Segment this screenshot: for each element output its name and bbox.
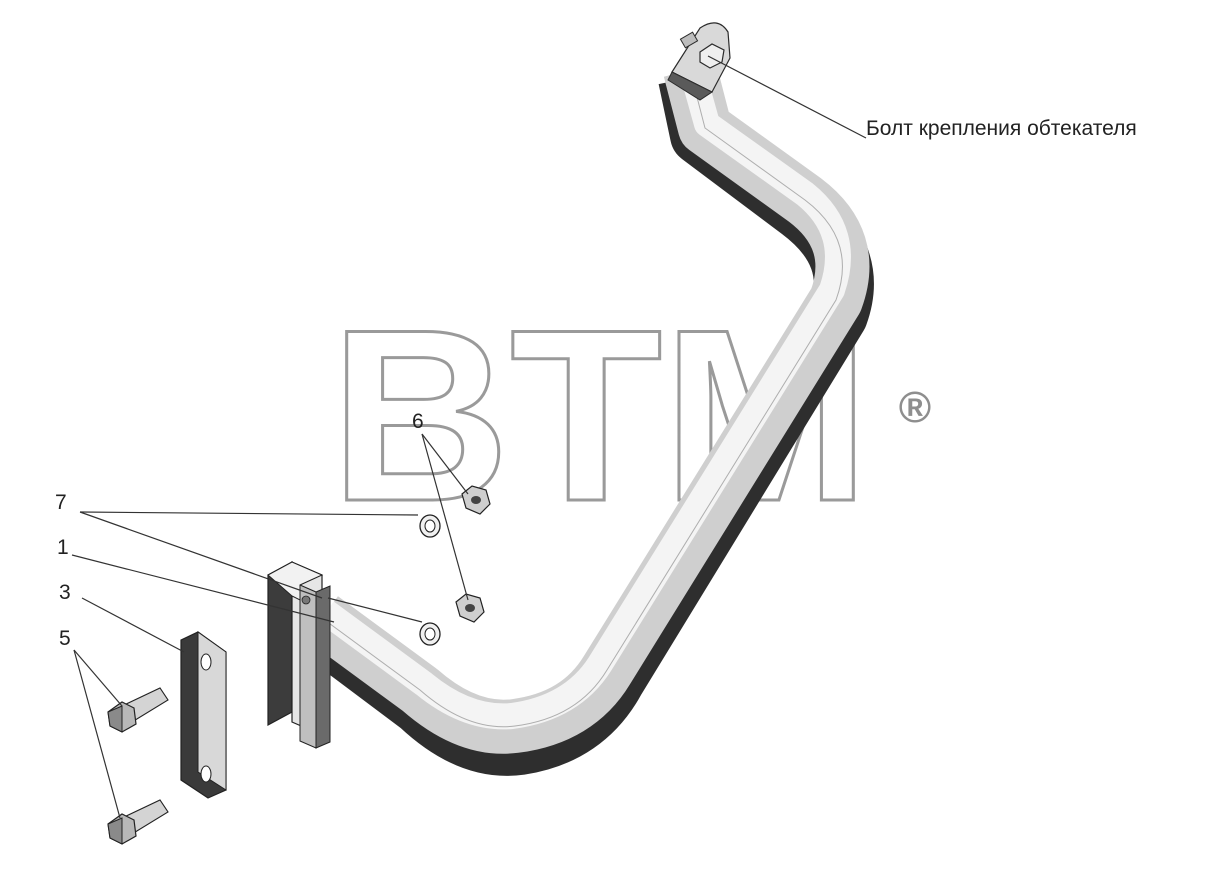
bolt-upper xyxy=(107,687,169,733)
nut-upper xyxy=(461,485,491,515)
callout-7: 7 xyxy=(55,491,67,514)
callout-5: 5 xyxy=(59,627,71,650)
callout-1: 1 xyxy=(57,536,69,559)
washer-upper xyxy=(419,514,441,538)
callout-fairing-bolt: Болт крепления обтекателя xyxy=(866,117,1137,140)
fairing-bolt-mount xyxy=(667,22,731,101)
leader-7-a xyxy=(79,511,419,516)
callout-3: 3 xyxy=(59,581,71,604)
leader-7-b xyxy=(79,511,323,599)
leader-5-a xyxy=(73,649,123,707)
leader-1 xyxy=(71,554,335,623)
leader-6-a xyxy=(421,433,469,495)
leader-3 xyxy=(81,597,185,653)
leader-5-b xyxy=(73,649,121,819)
leader-1-ext xyxy=(327,597,423,623)
bracket-channel xyxy=(267,560,331,749)
leader-lines xyxy=(71,55,867,819)
leader-fairing-bolt xyxy=(707,55,867,139)
registered-mark: ® xyxy=(899,383,931,432)
washer-lower xyxy=(419,622,441,646)
bolt-lower xyxy=(107,799,169,845)
nut-lower xyxy=(455,593,485,623)
callout-6: 6 xyxy=(412,410,424,433)
handrail-tube xyxy=(302,63,874,776)
leader-6-b xyxy=(421,433,469,601)
clamp-plate xyxy=(180,631,227,799)
